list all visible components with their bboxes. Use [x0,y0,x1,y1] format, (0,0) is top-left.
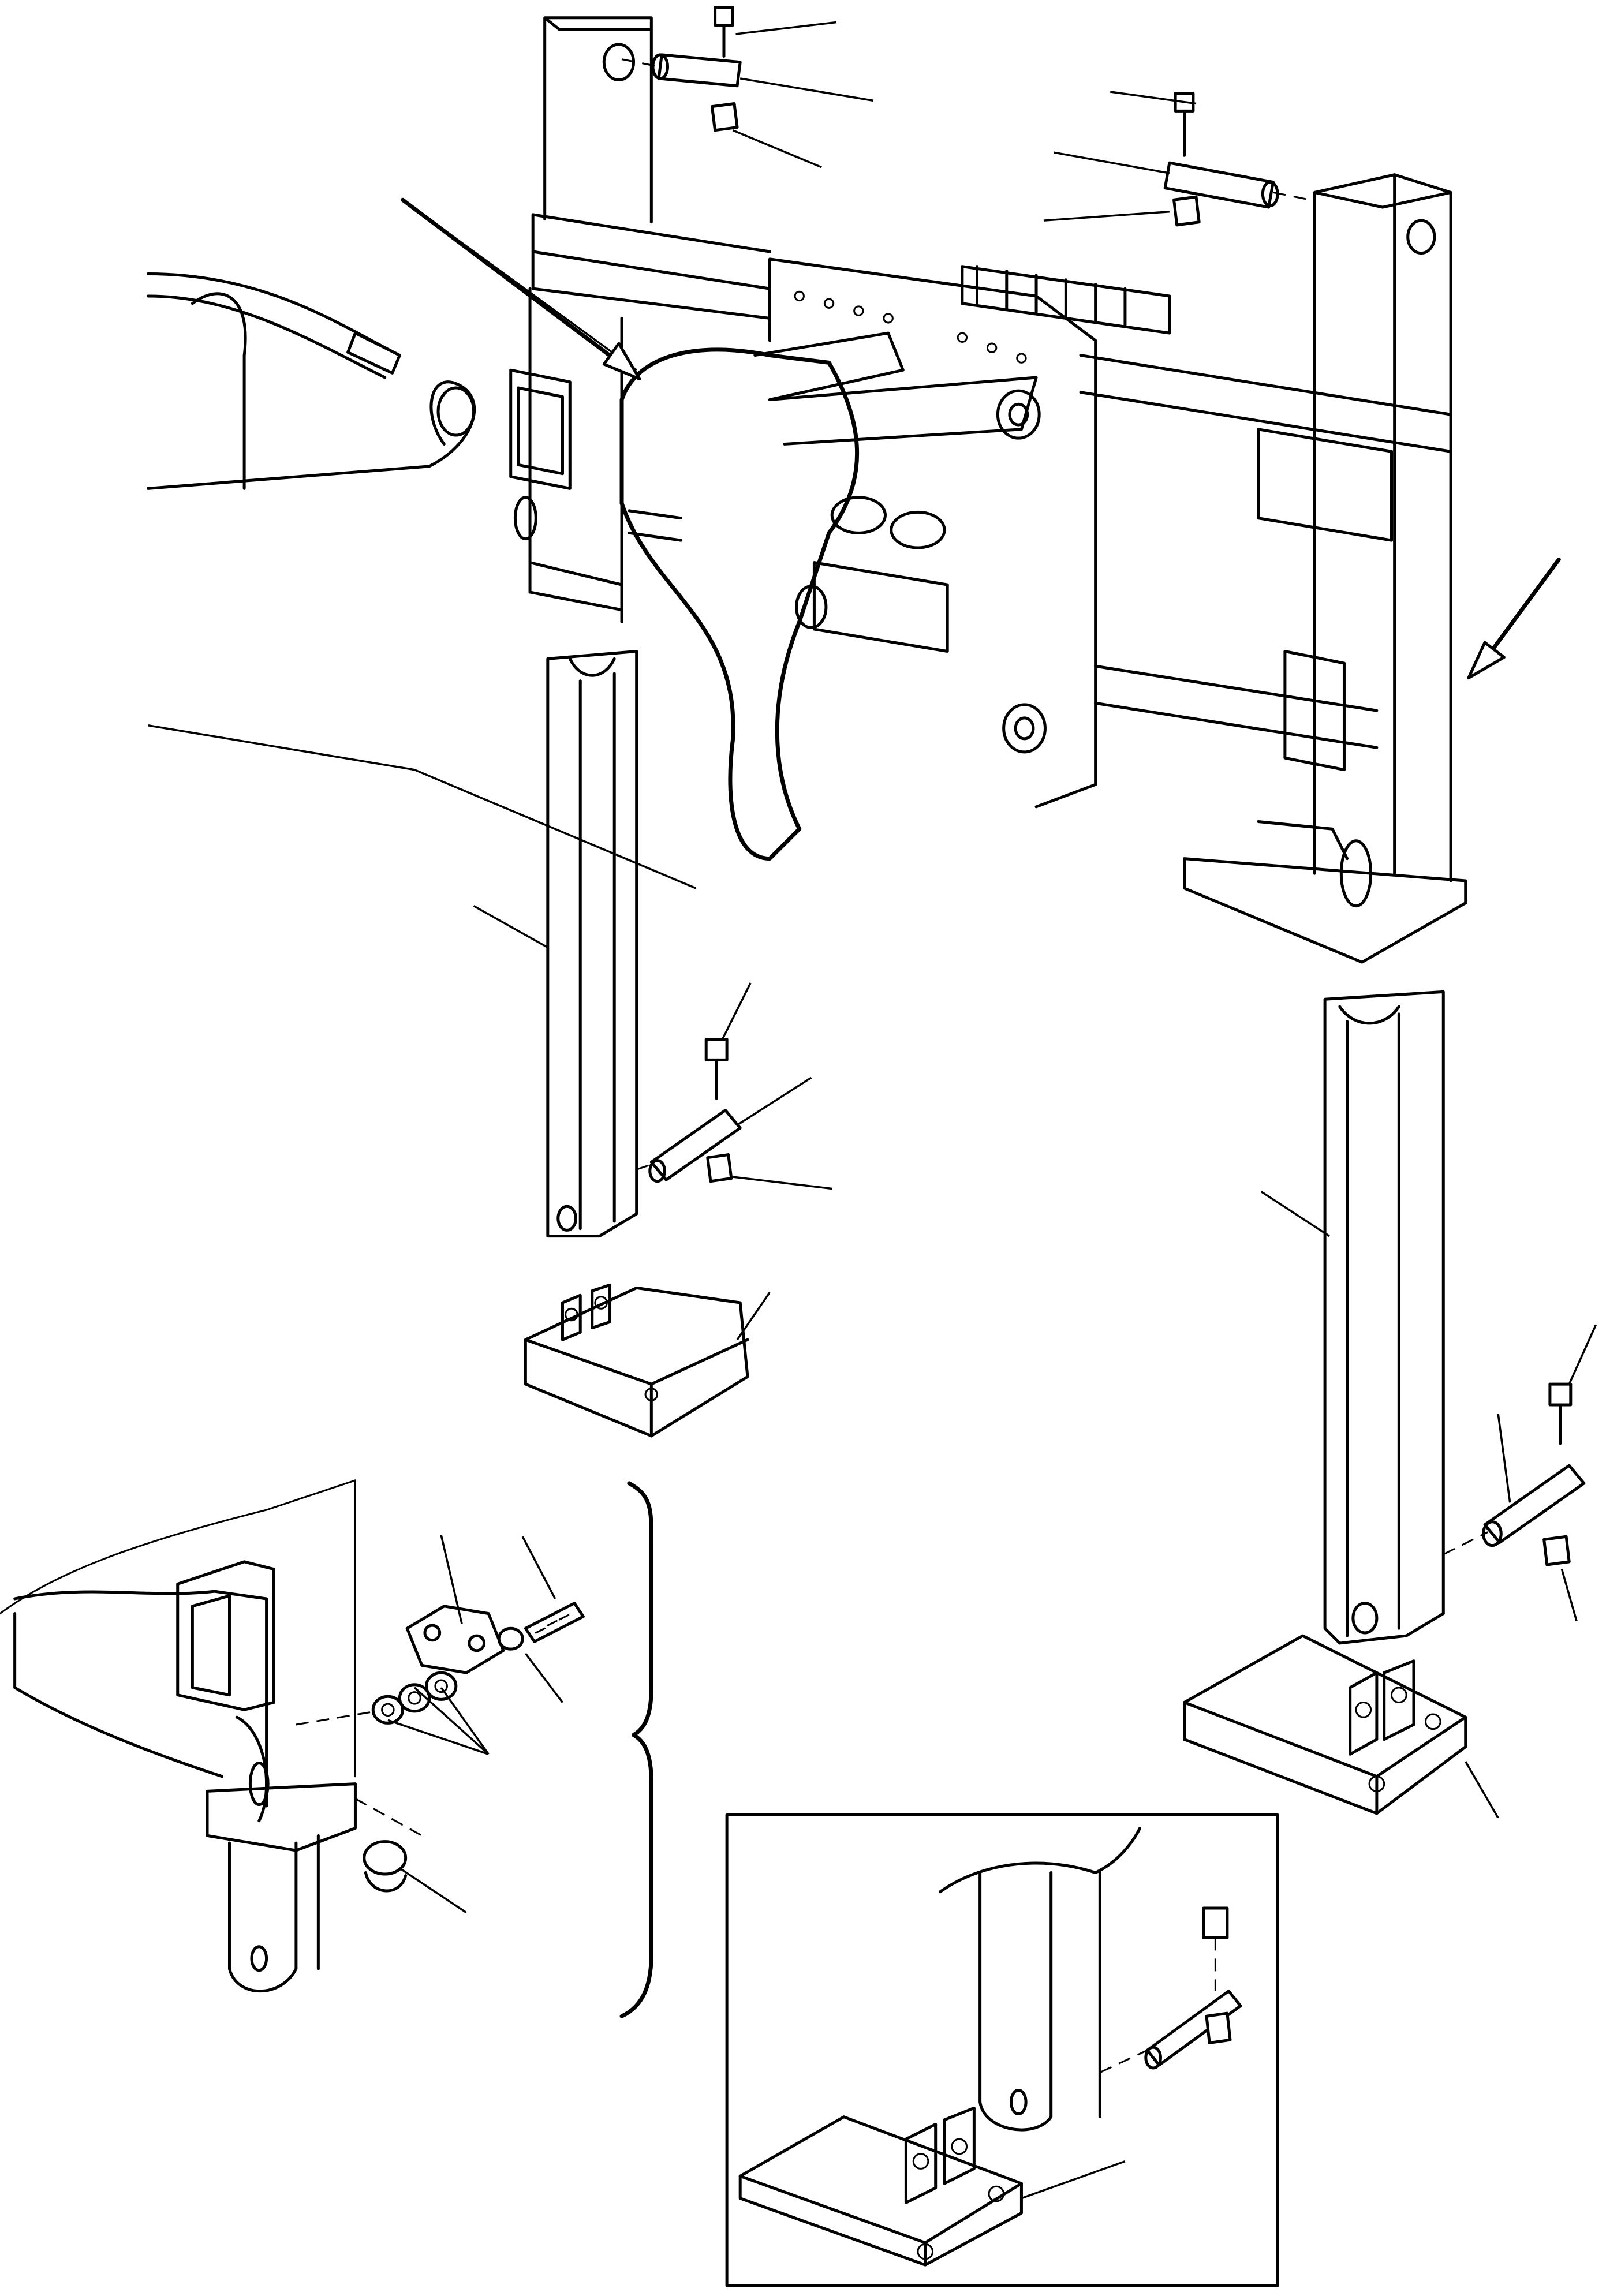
inset-detail [727,1815,1278,2286]
right-leg-pin-set [1484,1384,1584,1565]
left-leg-pin-set [650,1039,740,1181]
callout-leaders [148,22,1596,1818]
top-left-pin-set [622,8,740,130]
left-leg [548,652,659,1236]
brace-detail-group [0,1480,651,2016]
direction-arrows [403,200,1559,678]
left-leg-foot-pad [525,1285,748,1436]
right-leg-foot-pad [1185,1636,1466,1813]
top-right-pin-set [1165,94,1310,225]
right-leg [1325,992,1488,1643]
hitch-coupling [148,259,1169,859]
upper-frame-assembly [511,18,1466,962]
